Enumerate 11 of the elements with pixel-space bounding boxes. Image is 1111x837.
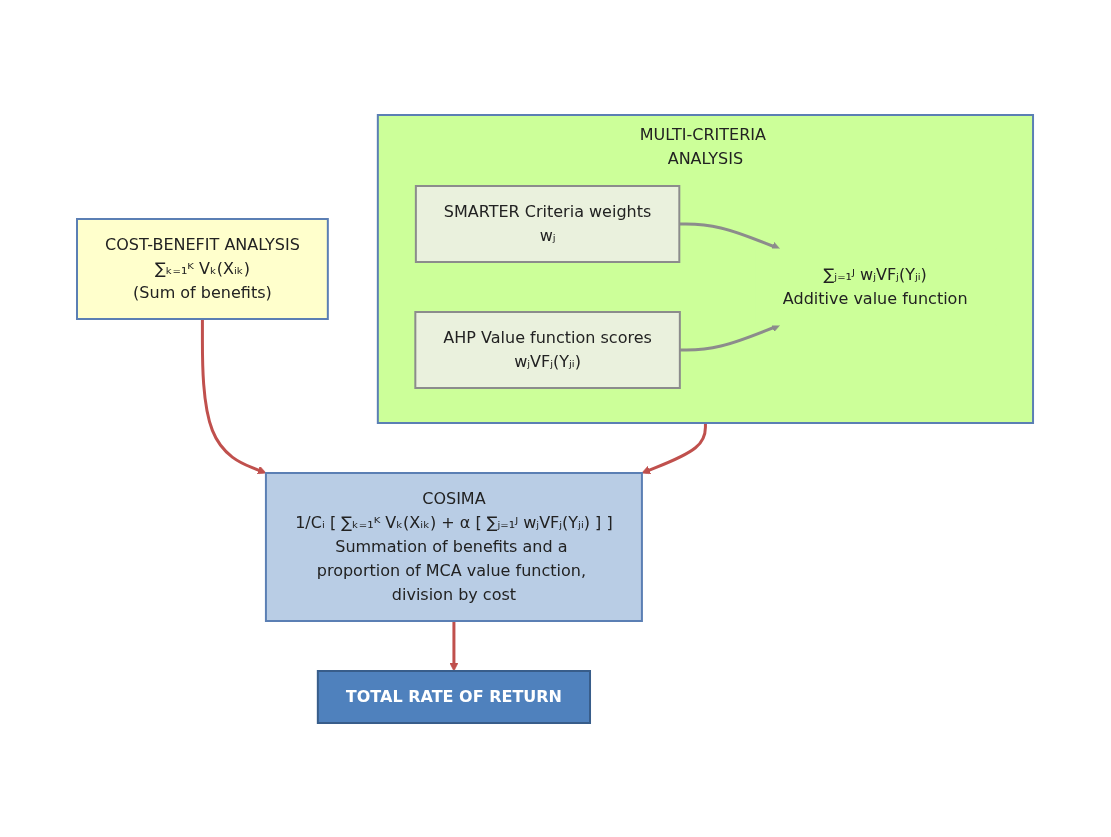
node-box: TOTAL RATE OF RETURN [317,669,592,724]
arrow [642,422,708,474]
node-box: COSIMA 1/Cᵢ [ ∑ₖ₌₁ᴷ Vₖ(Xᵢₖ) + α [ ∑ⱼ₌₁ᴶ wⱼVFⱼ(Yⱼᵢ) ] ] Summation of benefits and a proportion of MCA value function, division by cost [265,471,644,622]
arrow [680,323,781,351]
arrow [201,318,267,474]
node-text: ∑ⱼ₌₁ᴶ wⱼVFⱼ(Yⱼᵢ) Additive value function [783,264,969,308]
arrow [679,222,781,250]
arrow [450,620,459,671]
node-box: COST-BENEFIT ANALYSIS ∑ₖ₌₁ᴷ Vₖ(Xᵢₖ) (Sum of benefits) [76,217,330,320]
node-box: SMARTER Criteria weights wⱼ [415,184,681,263]
node-box: AHP Value function scores wⱼVFⱼ(Yⱼᵢ) [414,310,682,389]
